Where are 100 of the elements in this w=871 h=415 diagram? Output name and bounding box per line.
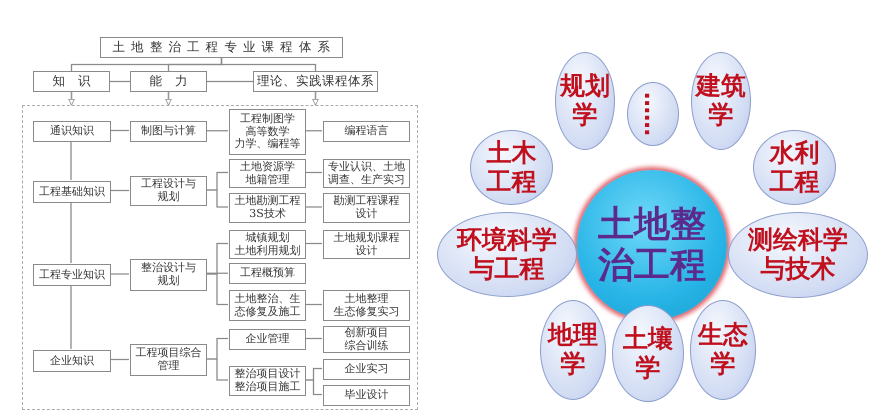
connector-line xyxy=(70,285,72,349)
connector-line xyxy=(305,338,322,340)
course-box xyxy=(229,263,306,284)
box-label: 通识知识 xyxy=(50,125,94,138)
petal-label: 土壤学 xyxy=(623,324,673,382)
connector-line xyxy=(206,273,228,306)
course-box xyxy=(33,181,111,203)
petal-label: 测绘科学与技术 xyxy=(748,226,848,284)
course-box xyxy=(323,121,410,142)
connector-line xyxy=(110,190,129,192)
box-label: 专业认识、土地调查、生产实习 xyxy=(328,160,405,186)
box-label: 能力 xyxy=(149,74,200,89)
course-box xyxy=(130,176,207,206)
course-box xyxy=(130,121,207,142)
down-arrow xyxy=(68,92,75,106)
connector-line xyxy=(110,130,129,132)
connector-line xyxy=(305,304,322,306)
course-box xyxy=(323,385,410,406)
title-box xyxy=(100,37,343,58)
course-box xyxy=(323,193,410,223)
connector-line xyxy=(110,80,130,82)
petal-label: 建筑学 xyxy=(696,72,746,130)
center-circle xyxy=(577,170,727,320)
connector-line xyxy=(206,358,228,381)
course-box xyxy=(130,71,207,92)
dashed-frame xyxy=(22,105,418,410)
box-label: 整治项目设计 xyxy=(234,368,300,381)
box-label: 土地利用规划 xyxy=(234,244,300,258)
connector-line xyxy=(206,189,228,208)
box-label: 土地资源学 xyxy=(240,160,295,174)
box-label: 土地整治、生态修复及施工 xyxy=(234,292,300,318)
box-label: 企业知识 xyxy=(50,354,94,368)
box-label: 地籍管理 xyxy=(246,174,290,186)
box-label: 高等数学 xyxy=(246,126,290,138)
box-label: 毕业设计 xyxy=(344,389,388,402)
connector-line xyxy=(305,379,322,396)
course-box xyxy=(323,326,410,353)
box-label: 勘测工程课程设计 xyxy=(334,195,400,221)
box-label: 土地整理 xyxy=(344,292,388,306)
connector-line xyxy=(305,130,322,132)
box-label: 企业管理 xyxy=(246,333,290,346)
course-box xyxy=(130,259,207,291)
course-box xyxy=(33,121,111,142)
box-label: 工程基础知识 xyxy=(39,186,105,198)
petal-label: 水利工程 xyxy=(770,138,820,196)
petal-label: 地理学 xyxy=(548,321,598,379)
box-label: 编程语言 xyxy=(344,125,388,138)
box-label: 企业实习 xyxy=(344,363,388,376)
center-title: 土地整治工程 xyxy=(598,204,706,286)
connector-line xyxy=(206,272,228,274)
connector-line xyxy=(305,172,322,174)
connector-line xyxy=(70,141,72,180)
down-arrow xyxy=(312,92,319,106)
course-box xyxy=(253,71,378,92)
box-label: 创新项目综合训练 xyxy=(344,326,388,352)
connector-line xyxy=(220,58,316,71)
box-label: 生态修复实习 xyxy=(334,306,400,318)
course-box xyxy=(130,344,207,376)
course-box xyxy=(33,71,110,92)
course-box xyxy=(229,329,306,350)
box-label: 理论、实践课程体系 xyxy=(257,74,374,89)
course-box xyxy=(229,366,306,396)
box-label: 制图与计算 xyxy=(141,125,196,138)
box-label: 土地勘测工程 xyxy=(234,195,300,208)
connector-line xyxy=(110,273,129,275)
petal-label: 土木工程 xyxy=(486,138,536,196)
connector-line xyxy=(305,242,322,244)
box-label: 工程项目综合管理 xyxy=(136,347,202,373)
course-box xyxy=(229,159,306,188)
course-box xyxy=(323,230,410,259)
box-label: 城镇规划 xyxy=(246,232,290,244)
connector-line xyxy=(206,130,228,132)
box-label: 知识 xyxy=(52,74,104,89)
box-label: 工程设计与规划 xyxy=(141,178,196,204)
petal-label: 环境科学与工程 xyxy=(457,226,557,284)
box-label: 3S技术 xyxy=(249,208,286,221)
petal-label: …… xyxy=(642,92,664,136)
course-box xyxy=(229,290,306,321)
course-box xyxy=(33,350,111,372)
box-label: 力学、编程等 xyxy=(234,138,300,151)
connector-line xyxy=(110,358,129,360)
course-box xyxy=(229,230,306,259)
box-label: 工程制图学 xyxy=(240,113,295,126)
course-box xyxy=(323,159,410,188)
course-box xyxy=(323,290,410,321)
petal-label: 生态学 xyxy=(698,321,748,379)
box-label: 工程概预算 xyxy=(240,267,295,280)
course-box xyxy=(229,193,306,223)
down-arrow xyxy=(165,92,172,106)
course-box xyxy=(33,264,111,286)
connector-line xyxy=(70,202,72,263)
box-label: 土地整治工程专业课程体系 xyxy=(112,40,336,55)
box-label: 整治项目施工 xyxy=(234,381,300,394)
course-box xyxy=(323,359,410,380)
connector-line xyxy=(207,80,253,82)
course-box xyxy=(229,109,306,155)
box-label: 工程专业知识 xyxy=(39,268,105,282)
box-label: 整治设计与规划 xyxy=(141,262,196,288)
connector-line xyxy=(305,206,322,208)
petal-label: 规划学 xyxy=(560,72,610,130)
